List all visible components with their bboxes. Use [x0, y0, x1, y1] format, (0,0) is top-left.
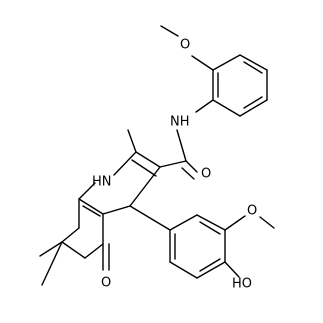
- carbonyl-oxygen: O: [201, 167, 211, 182]
- bond: [82, 205, 101, 217]
- amide-nh: NH: [170, 115, 190, 130]
- bond: [102, 205, 131, 215]
- bond: [243, 96, 263, 109]
- bond: [185, 160, 198, 173]
- bond: [169, 261, 198, 279]
- bond: [84, 243, 104, 259]
- bond: [61, 241, 86, 259]
- methoxy-oxygen-top: O: [180, 38, 190, 53]
- bond: [113, 151, 137, 176]
- bond: [191, 55, 214, 71]
- bond: [212, 99, 241, 117]
- bond: [239, 99, 268, 117]
- bond: [159, 160, 187, 168]
- bond: [131, 159, 157, 177]
- bonds: [39, 25, 275, 286]
- ketone-oxygen: O: [101, 276, 111, 291]
- bond: [78, 182, 96, 200]
- bond: [129, 205, 171, 231]
- bond: [127, 129, 137, 153]
- hydroxyl: HO: [232, 277, 252, 292]
- bond: [243, 61, 263, 74]
- bond: [199, 221, 221, 235]
- bond: [61, 227, 80, 243]
- bond: [224, 215, 246, 231]
- bond: [135, 151, 161, 168]
- bond: [129, 166, 161, 207]
- bond: [195, 99, 214, 113]
- bond: [78, 198, 104, 215]
- bond: [41, 241, 63, 286]
- ring-nh: HN: [92, 175, 112, 190]
- bond: [181, 167, 195, 180]
- bond: [176, 129, 187, 162]
- bond: [239, 54, 268, 71]
- bond: [196, 261, 226, 279]
- bond: [224, 261, 240, 278]
- bond: [160, 25, 179, 37]
- atom-labels: O NH O HN O O HO: [92, 38, 257, 292]
- bond: [259, 216, 275, 229]
- methoxy-oxygen-right: O: [247, 204, 257, 219]
- bond: [196, 214, 226, 231]
- bond: [212, 54, 241, 71]
- bond: [39, 241, 63, 257]
- bond: [169, 214, 198, 231]
- bond: [199, 258, 221, 272]
